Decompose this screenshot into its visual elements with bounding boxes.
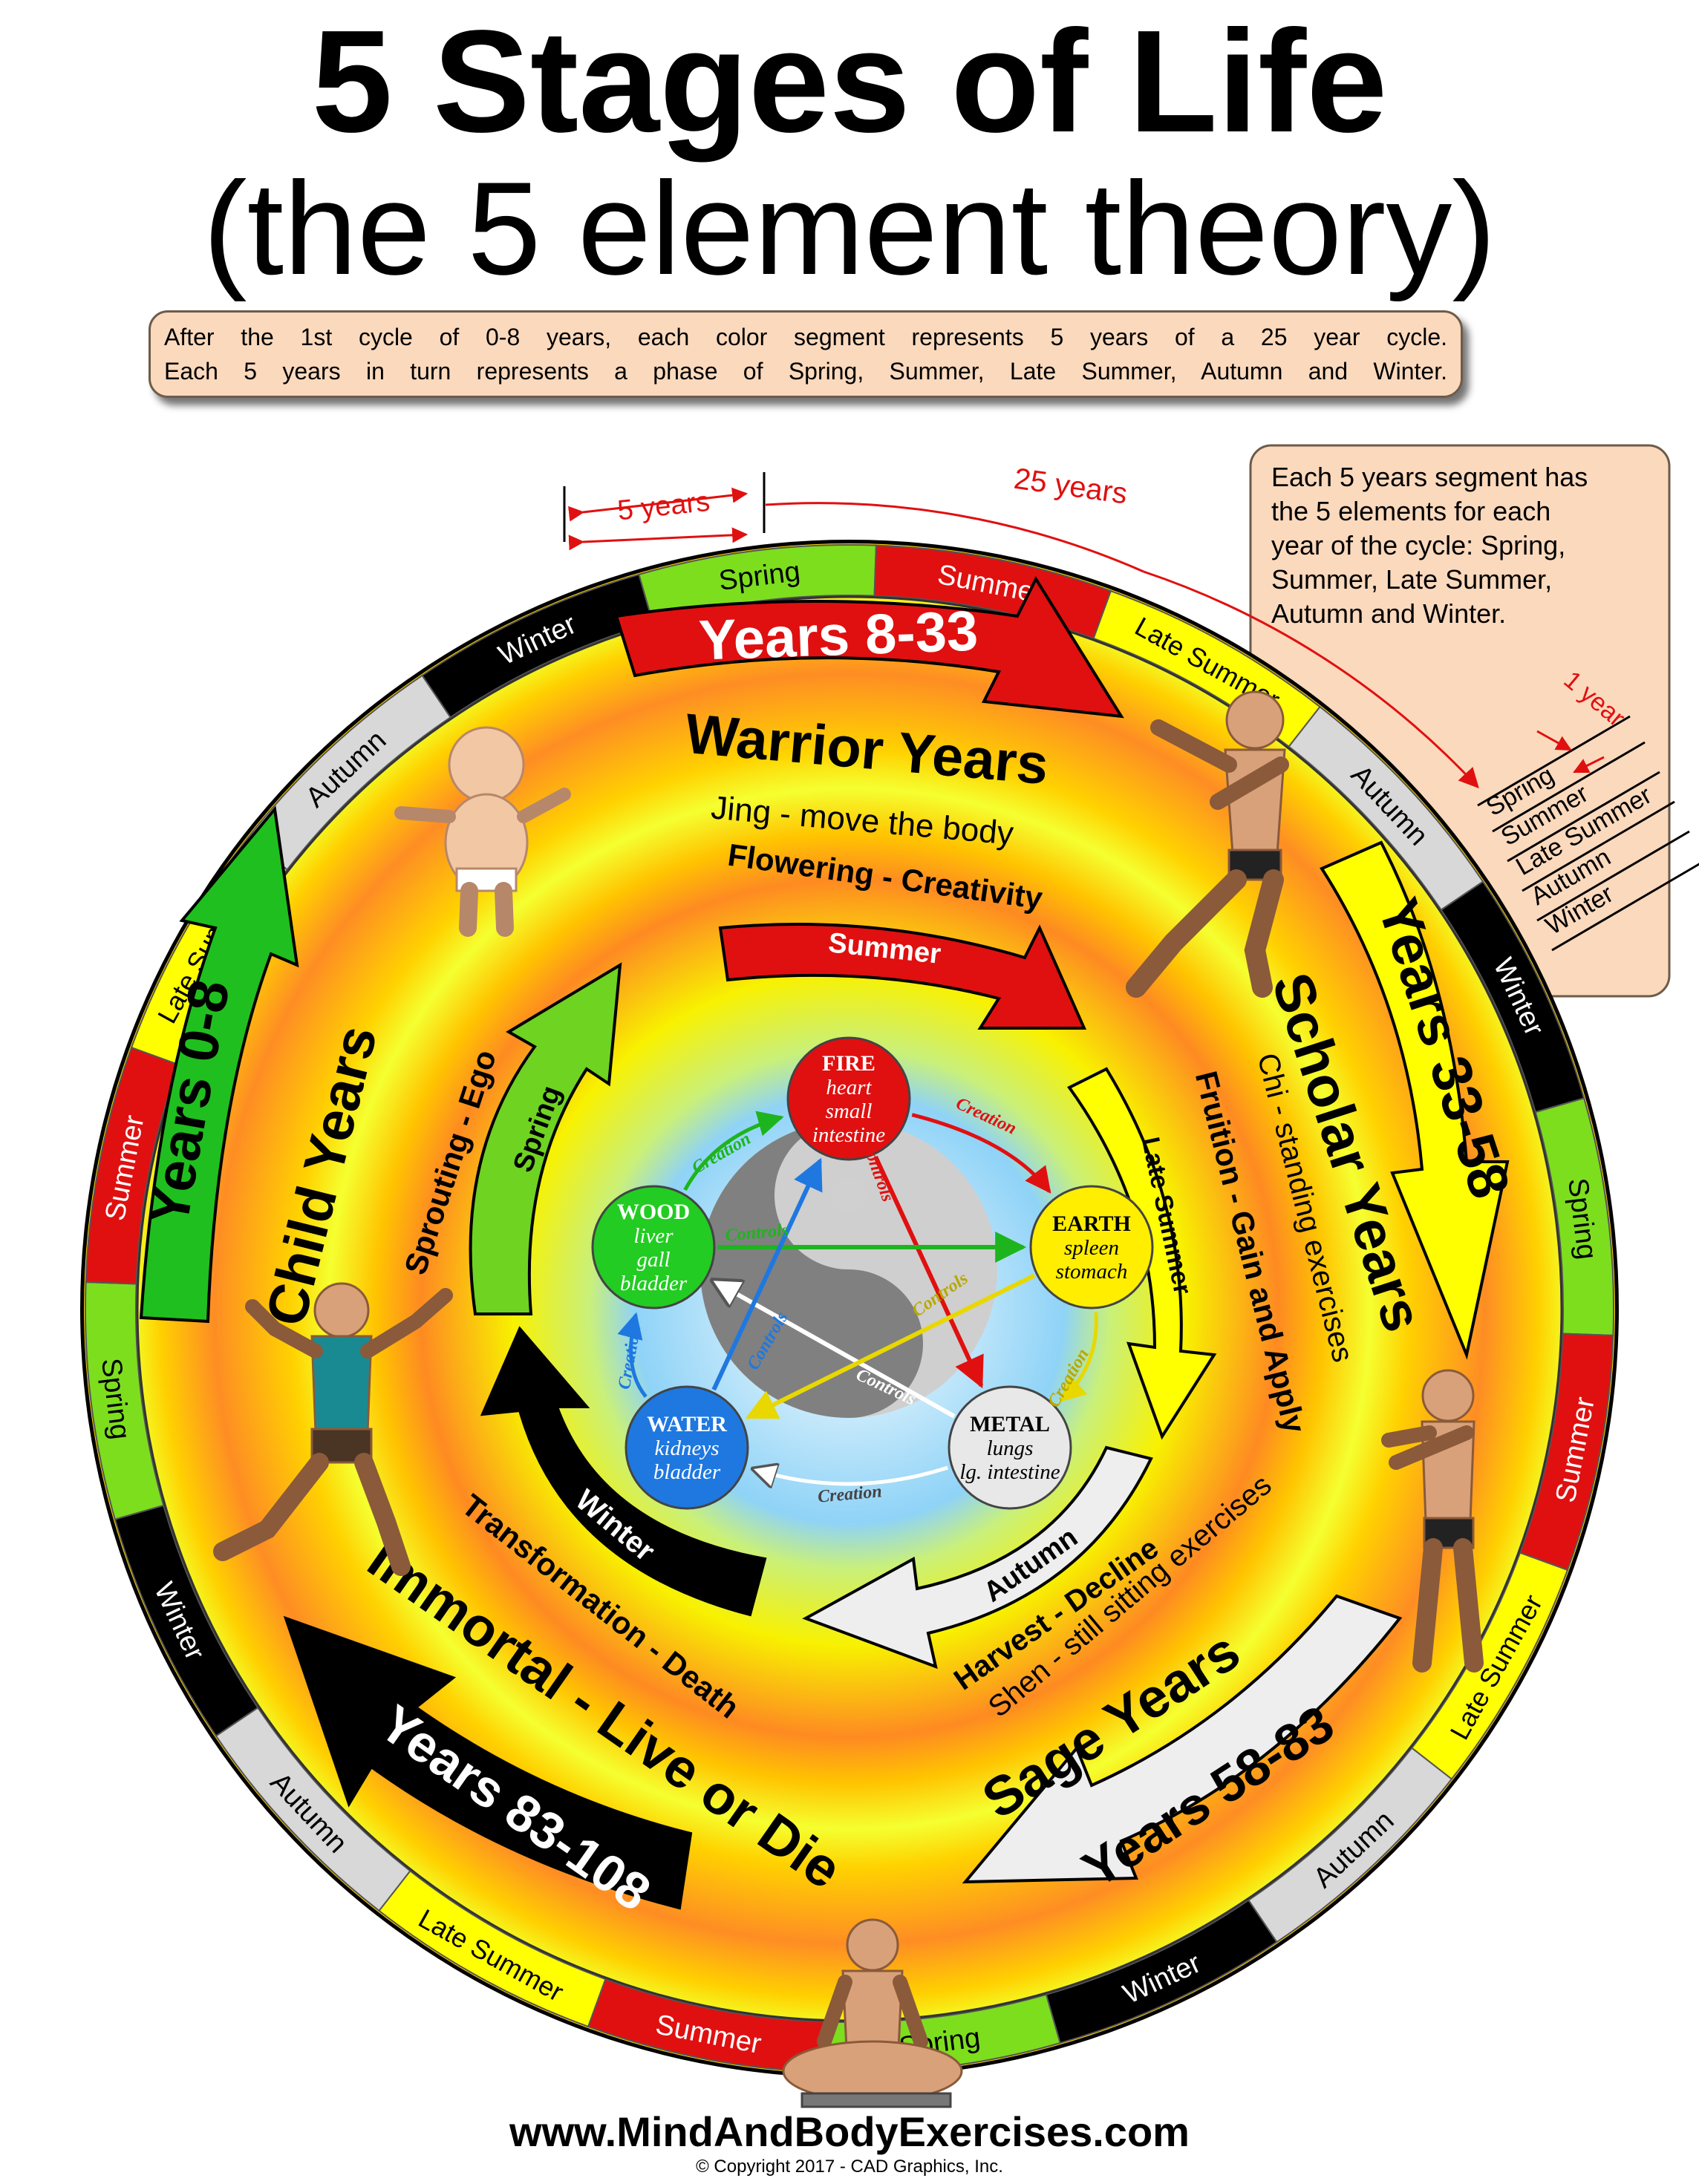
footer-copyright: © Copyright 2017 - CAD Graphics, Inc. — [696, 2157, 1003, 2177]
element-organ: lg. intestine — [959, 1460, 1060, 1484]
creation-arrow — [617, 1312, 648, 1399]
element-name: FIRE — [822, 1051, 875, 1076]
callout-line: Autumn and Winter. — [1271, 598, 1506, 629]
year-tick-lines — [1477, 715, 1699, 952]
creation-arrow — [1059, 1312, 1098, 1402]
callout-line: Summer, Late Summer, — [1271, 564, 1552, 595]
element-organ: stomach — [1056, 1260, 1128, 1284]
callout-text: Each 5 years segment has the 5 elements f… — [1271, 462, 1588, 629]
label-5-years: 5 years — [616, 486, 711, 527]
immortal-figure — [213, 1282, 453, 1576]
page-title: 5 Stages of Life — [311, 0, 1388, 163]
callout-line: Each 5 years segment has — [1271, 462, 1588, 492]
relation-arrows — [617, 1111, 1098, 1484]
element-organ: bladder — [653, 1460, 721, 1484]
controls-arrow — [745, 1273, 1036, 1419]
element-organ: heart — [826, 1076, 872, 1099]
element-organ: gall — [636, 1248, 670, 1272]
creation-arrow — [753, 1468, 948, 1484]
intro-line-2: Each 5 years in turn represents a phase … — [164, 358, 1447, 385]
ring-segment — [421, 573, 654, 719]
intro-line-1: After the 1st cycle of 0-8 years, each c… — [164, 324, 1447, 350]
controls-arrow — [711, 1157, 823, 1391]
controls-arrow — [873, 1155, 984, 1389]
arrow-label-years-8-33: Years 8-33 — [698, 599, 979, 672]
element-organ: small — [826, 1099, 873, 1123]
scholar-figure — [1381, 1369, 1484, 1673]
warrior-figure — [1126, 690, 1289, 998]
callout-line: the 5 elements for each — [1271, 496, 1550, 526]
intro-note: After the 1st cycle of 0-8 years, each c… — [149, 310, 1463, 398]
element-organ: liver — [633, 1224, 674, 1248]
page-subtitle: (the 5 element theory) — [203, 154, 1496, 302]
baby-figure — [394, 726, 571, 937]
footer-website[interactable]: www.MindAndBodyExercises.com — [509, 2108, 1190, 2155]
element-organ: bladder — [620, 1272, 688, 1295]
element-organ: spleen — [1064, 1236, 1119, 1260]
meditating-figure — [782, 1918, 963, 2108]
element-nodes: FIREheartsmallintestineEARTHspleenstomac… — [591, 1036, 1154, 1510]
season-arrow-summer: Summer — [718, 923, 1087, 1030]
yin-yang — [700, 1121, 997, 1418]
creation-arrow — [911, 1113, 1051, 1194]
label-25-years: 25 years — [1012, 462, 1129, 511]
element-organ: kidneys — [655, 1436, 720, 1460]
element-name: METAL — [970, 1412, 1050, 1436]
callout-line: year of the cycle: Spring, — [1271, 530, 1565, 560]
element-organ: intestine — [812, 1123, 885, 1147]
element-name: WATER — [647, 1412, 727, 1436]
element-name: EARTH — [1052, 1212, 1131, 1236]
figures — [213, 690, 1484, 2108]
element-organ: lungs — [987, 1436, 1034, 1460]
element-name: WOOD — [617, 1200, 690, 1224]
creation-arrow — [683, 1111, 784, 1191]
element-cycle: FIREheartsmallintestineEARTHspleenstomac… — [591, 1036, 1154, 1510]
arrow-years-8-33: Years 8-33 — [614, 575, 1124, 719]
